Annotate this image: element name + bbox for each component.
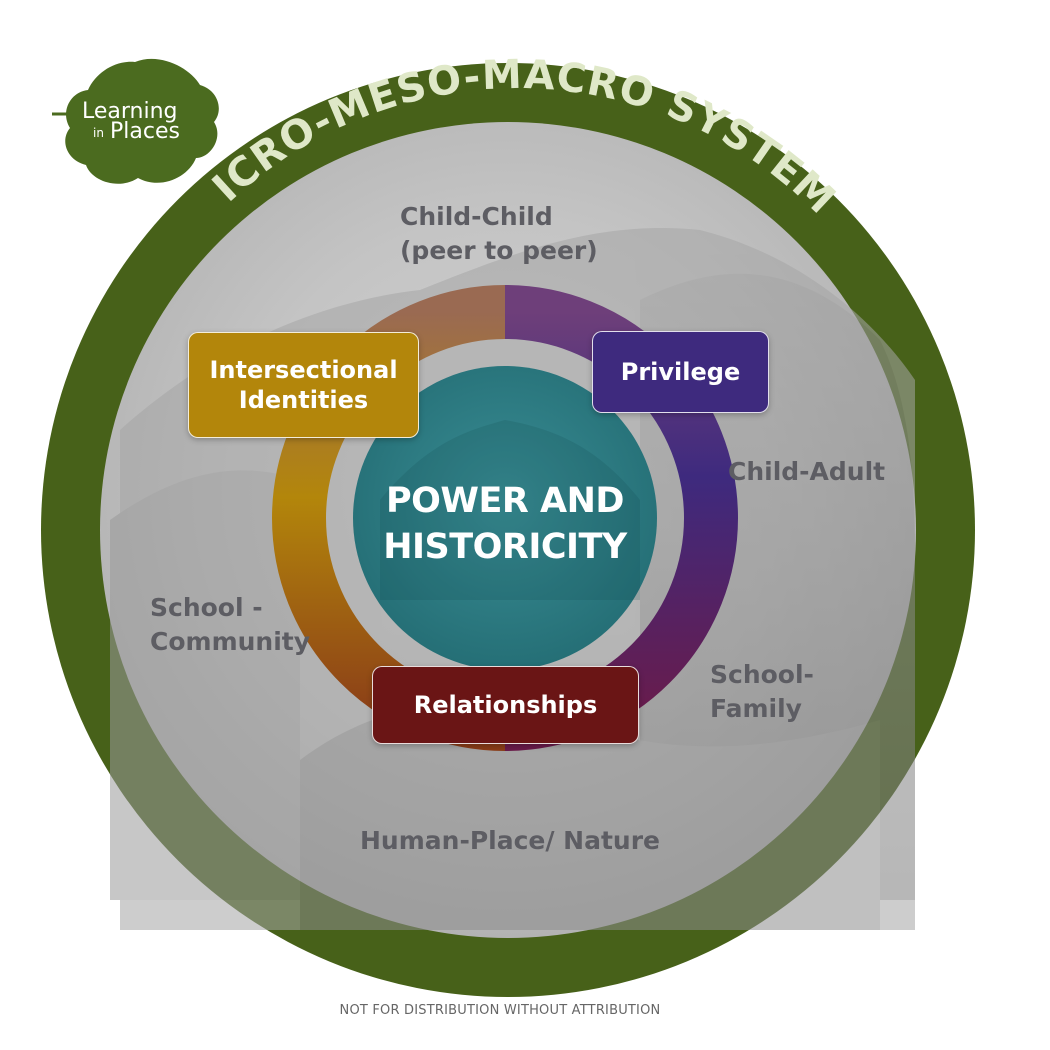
school-family-line1: School- <box>710 660 814 689</box>
child-child-label: Child-Child (peer to peer) <box>400 200 598 268</box>
core-title-line2: HISTORICITY <box>383 527 627 567</box>
core-texture <box>380 420 640 600</box>
school-community-label: School - Community <box>150 591 310 659</box>
learning-in-places-logo <box>52 58 219 184</box>
logo-in: in <box>93 126 104 140</box>
core-circle <box>353 366 657 670</box>
school-family-line2: Family <box>710 694 802 723</box>
logo-line2: Places <box>110 119 180 144</box>
child-child-line2: (peer to peer) <box>400 236 598 265</box>
relationships-box: Relationships <box>372 666 639 744</box>
child-adult-line1: Child-Adult <box>728 457 886 486</box>
intersectional-line2: Identities <box>238 386 369 414</box>
relationships-label: Relationships <box>413 691 598 719</box>
human-place-label: Human-Place/ Nature <box>360 824 660 858</box>
intersectional-identities-box: Intersectional Identities <box>188 332 419 438</box>
privilege-label: Privilege <box>620 358 741 386</box>
logo-line1: Learning <box>82 99 178 124</box>
core-title-line1: POWER AND <box>386 481 625 521</box>
school-community-line2: Community <box>150 627 311 656</box>
school-community-line1: School - <box>150 593 263 622</box>
child-adult-label: Child-Adult <box>728 455 885 489</box>
human-place-line1: Human-Place/ Nature <box>360 826 661 855</box>
attribution-footer: NOT FOR DISTRIBUTION WITHOUT ATTRIBUTION <box>339 1003 661 1018</box>
child-child-line1: Child-Child <box>400 202 553 231</box>
school-family-label: School- Family <box>710 658 814 726</box>
core-title: POWER AND HISTORICITY <box>355 478 655 570</box>
privilege-box: Privilege <box>592 331 769 413</box>
intersectional-line1: Intersectional <box>209 356 398 384</box>
